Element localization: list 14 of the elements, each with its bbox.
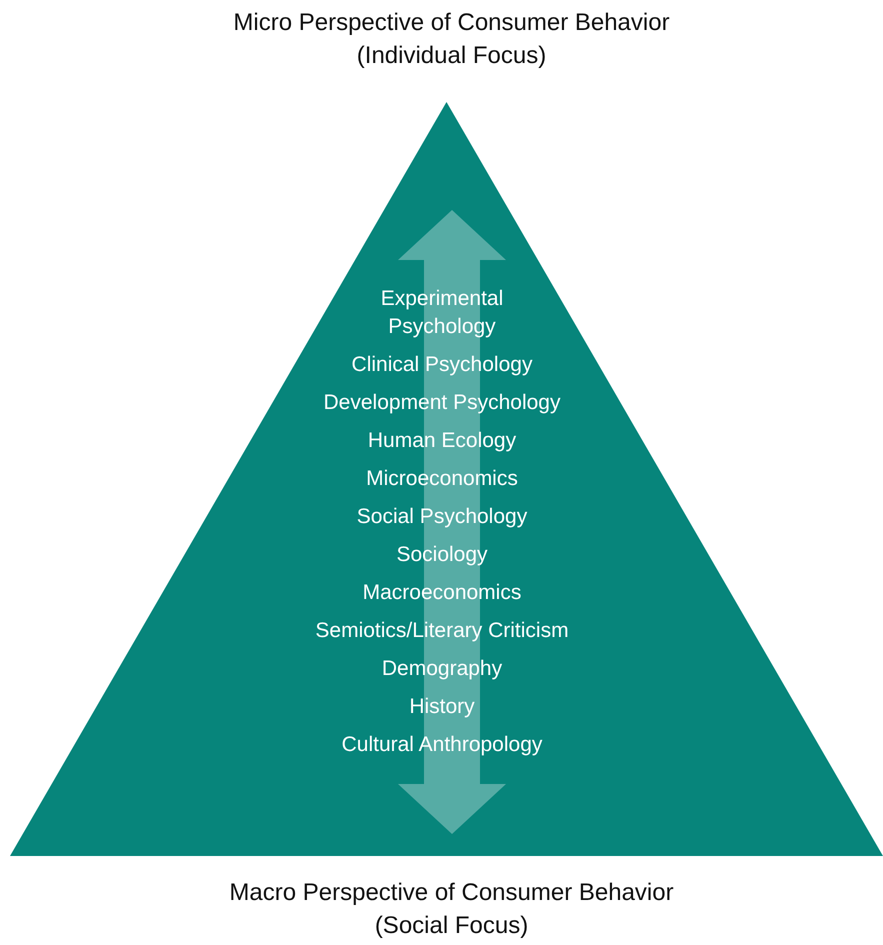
discipline-label: Microeconomics <box>365 466 519 492</box>
discipline-label: Clinical Psychology <box>350 352 534 378</box>
discipline-label: Development Psychology <box>322 390 562 416</box>
discipline-label: History <box>408 694 476 720</box>
discipline-label: Social Psychology <box>356 504 528 530</box>
top-heading: Micro Perspective of Consumer Behavior (Individual Focus) <box>232 8 671 71</box>
bottom-heading: Macro Perspective of Consumer Behavior (Social Focus) <box>228 878 675 941</box>
discipline-label: Experimental Psychology <box>380 286 504 340</box>
discipline-label: Demography <box>380 656 504 682</box>
discipline-label: Semiotics/Literary Criticism <box>314 618 570 644</box>
discipline-label: Macroeconomics <box>362 580 522 606</box>
discipline-label: Sociology <box>395 542 489 568</box>
discipline-label: Cultural Anthropology <box>340 732 544 758</box>
discipline-label: Human Ecology <box>366 428 518 454</box>
